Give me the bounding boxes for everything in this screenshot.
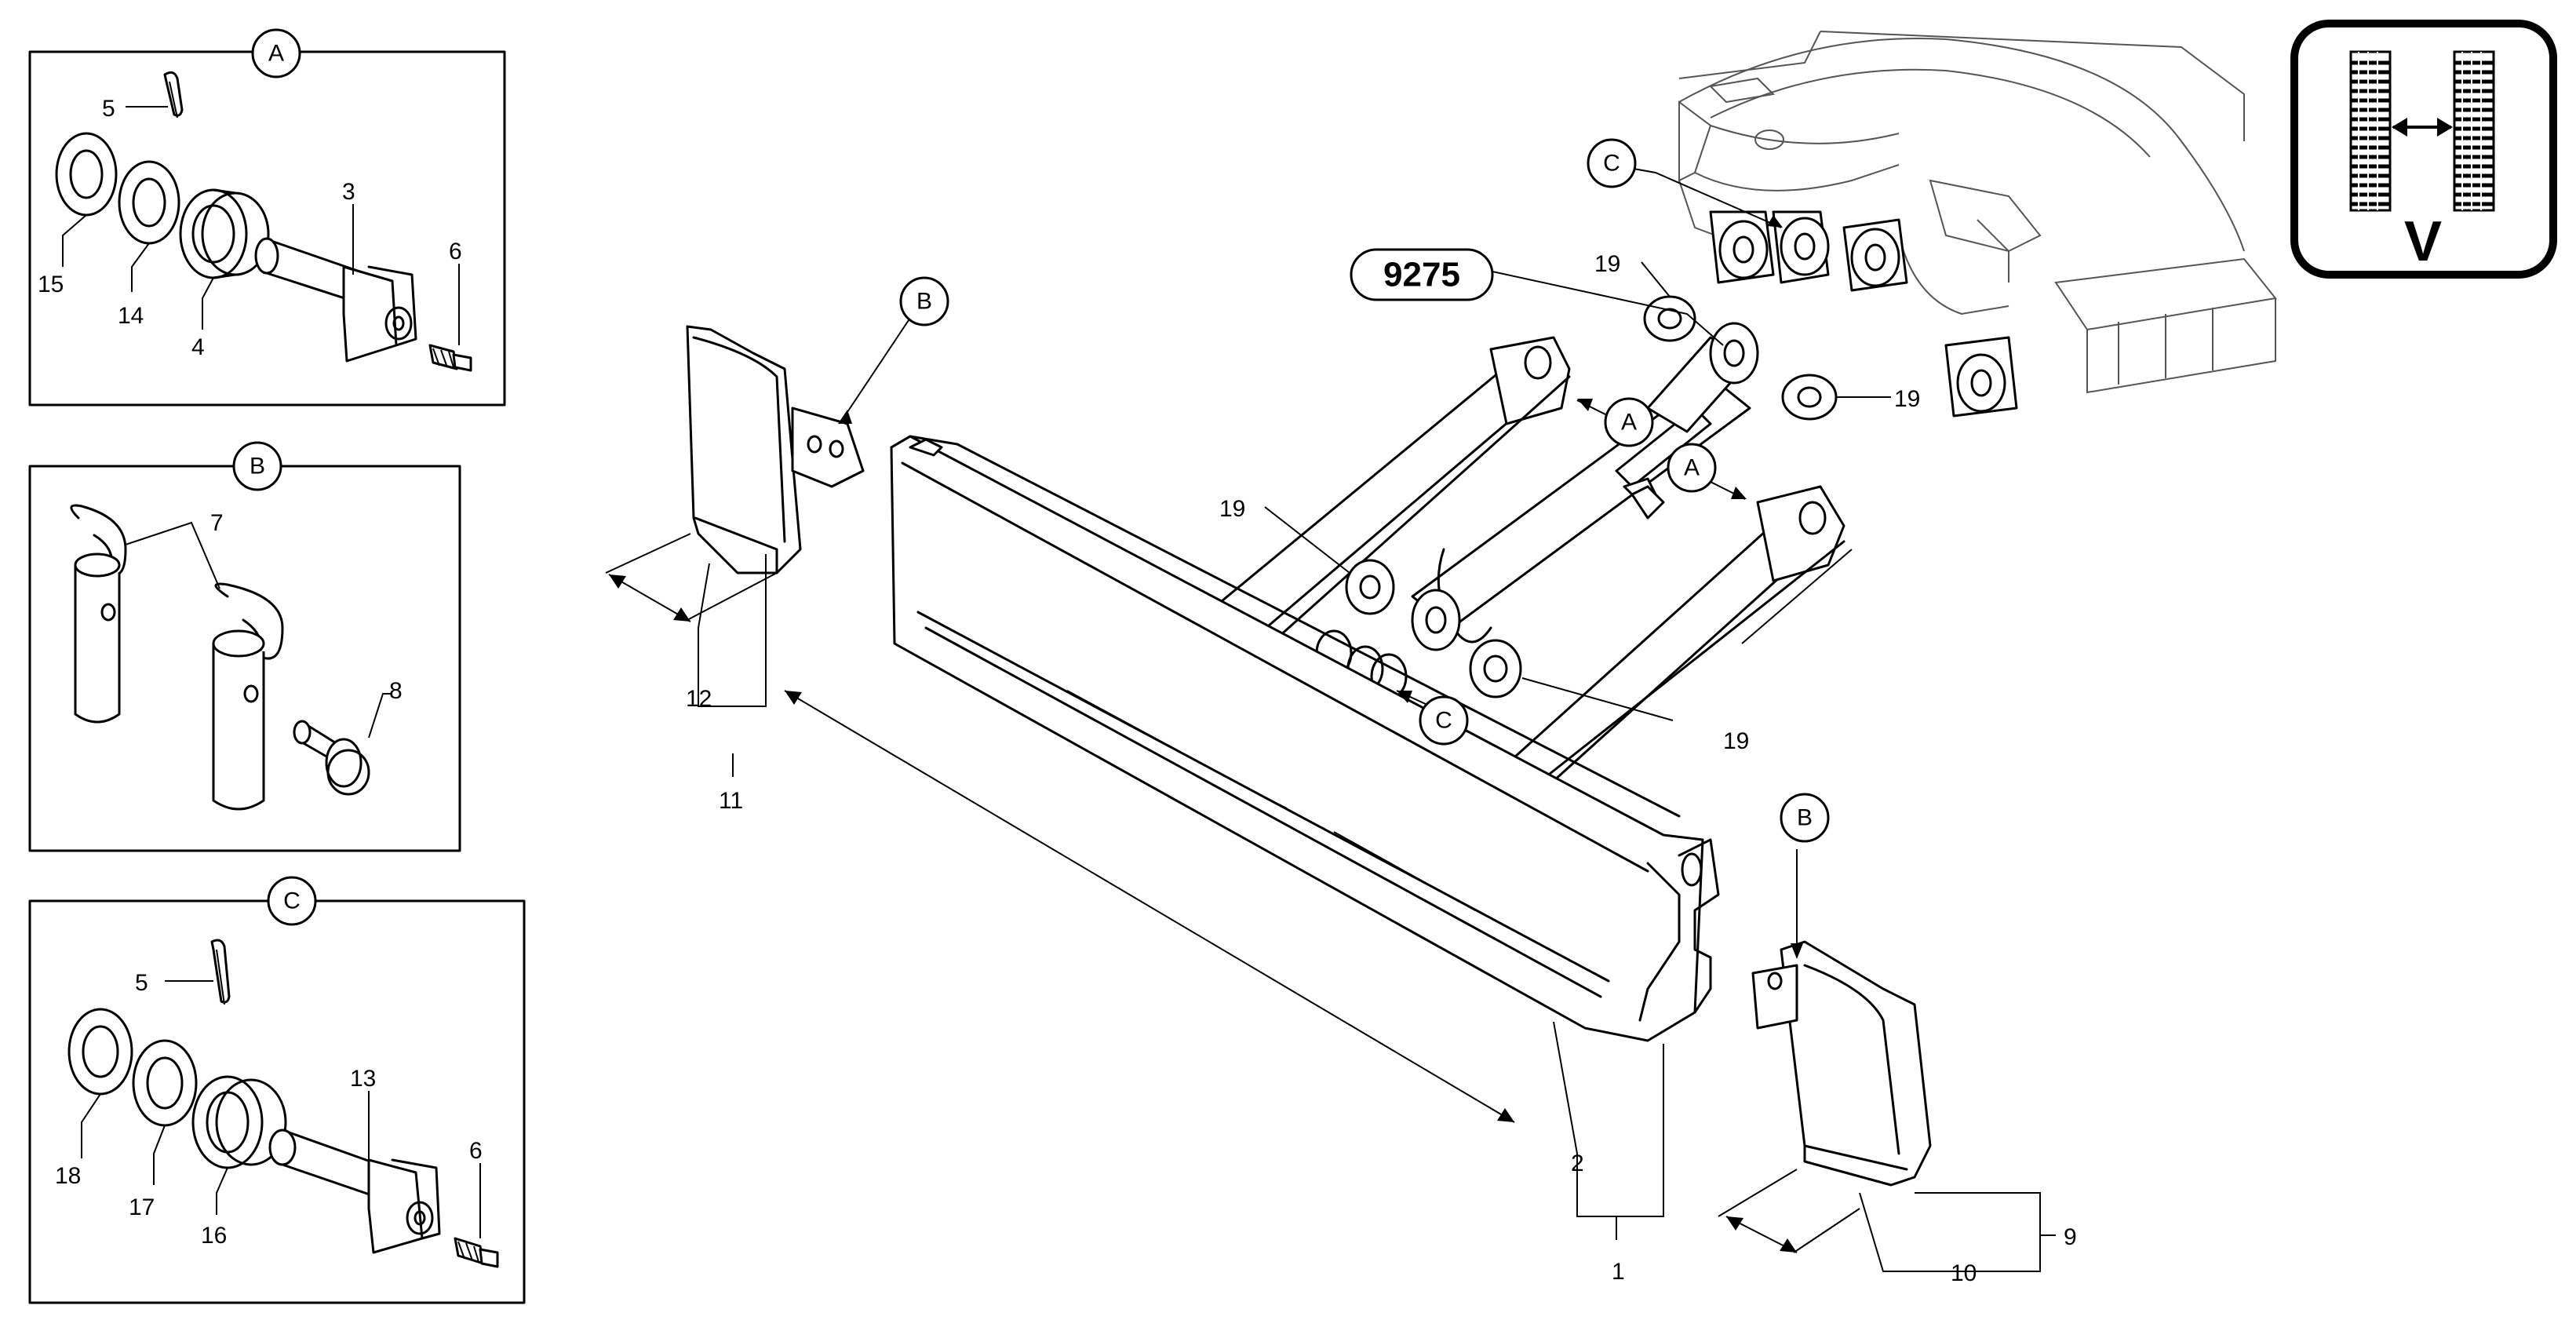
grease-nipple-6-c [454,1237,499,1268]
callout-19-left: 19 [1219,496,1245,522]
pivot-lug-c [1709,210,1908,292]
bubble-c-top: C [1587,138,1637,188]
logo-letter: V [2404,210,2442,273]
clip-pin-8 [293,720,370,796]
bubble-c-top-label: C [1603,151,1620,177]
grease-nipple-6 [428,344,472,372]
pin-3 [254,237,417,363]
callout-5-c: 5 [135,970,148,996]
detail-b-panel: B 7 8 [28,441,461,852]
bubble-b-left: B [899,276,949,326]
push-frame-arms [1207,336,1853,818]
detail-b-bubble [232,441,282,491]
callout-18: 18 [55,1163,81,1189]
washer-4 [179,188,270,279]
callout-11: 11 [719,788,743,814]
bubble-a-2-label: A [1684,455,1700,481]
washer-17 [132,1039,198,1127]
bubble-b-right: B [1780,793,1830,843]
callout-19-top: 19 [1594,251,1620,277]
dimension-arrows [605,533,1860,1253]
callout-12: 12 [686,686,712,712]
bubble-b-right-label: B [1797,805,1813,831]
detail-a-bubble-label: A [268,41,284,67]
end-bit-left [686,325,865,574]
callout-19-bottom: 19 [1723,728,1749,754]
callout-19-right: 19 [1894,386,1920,412]
split-pin-5 [163,71,184,119]
detail-a-bubble [251,28,301,78]
washer-18 [67,1008,133,1096]
v-group-logo: V [2290,20,2557,279]
dozer-blade [890,435,1720,1042]
washer-19-right [1781,374,1838,421]
callout-5-a: 5 [102,96,115,122]
bubble-b-left-label: B [916,289,932,315]
reference-code-badge: 9275 [1350,248,1494,301]
callout-16: 16 [201,1223,227,1249]
bubble-c-mid-label: C [1435,708,1452,734]
washer-14 [118,160,180,245]
logo-double-arrow [2392,118,2453,137]
detail-c-panel: C [28,876,526,1304]
callout-10: 10 [1951,1260,1977,1286]
logo-bar-left [2349,50,2392,212]
detail-a-panel: A [28,28,506,407]
detail-b-bubble-label: B [250,454,265,480]
callout-1: 1 [1612,1259,1625,1285]
callout-7: 7 [210,510,224,536]
machine-undercarriage-background [1678,31,2277,418]
detail-c-bubble-label: C [283,888,301,914]
bubble-c-mid: C [1419,695,1469,746]
callout-13: 13 [350,1066,376,1092]
callout-6-a: 6 [449,239,462,264]
callout-14: 14 [118,303,144,329]
callout-4: 4 [191,334,205,360]
reference-code: 9275 [1383,256,1460,294]
bubble-a-1: A [1604,397,1654,447]
detail-c-bubble [267,876,317,926]
logo-bar-right [2453,50,2495,212]
callout-9: 9 [2064,1224,2077,1250]
lynch-pin-7-left [70,504,127,724]
pivot-lug-rear [1944,336,2018,418]
washer-19-top [1643,295,1696,342]
callout-8: 8 [389,678,403,704]
pin-13 [268,1129,441,1254]
callout-17: 17 [129,1194,155,1220]
split-pin-5-c [210,939,231,1005]
callout-6-c: 6 [469,1138,483,1164]
bubble-a-1-label: A [1621,410,1637,436]
washer-19-left [1345,559,1395,615]
washer-16 [191,1075,287,1169]
end-bit-right [1751,940,1932,1187]
washer-19-bottom [1469,639,1522,698]
lynch-pin-7-right [212,582,284,811]
callout-3: 3 [342,179,355,205]
hydraulic-cylinder [1411,322,1759,651]
washer-15 [55,132,118,217]
bubble-a-2: A [1667,443,1717,493]
callout-15: 15 [38,272,64,297]
callout-2: 2 [1571,1150,1584,1176]
